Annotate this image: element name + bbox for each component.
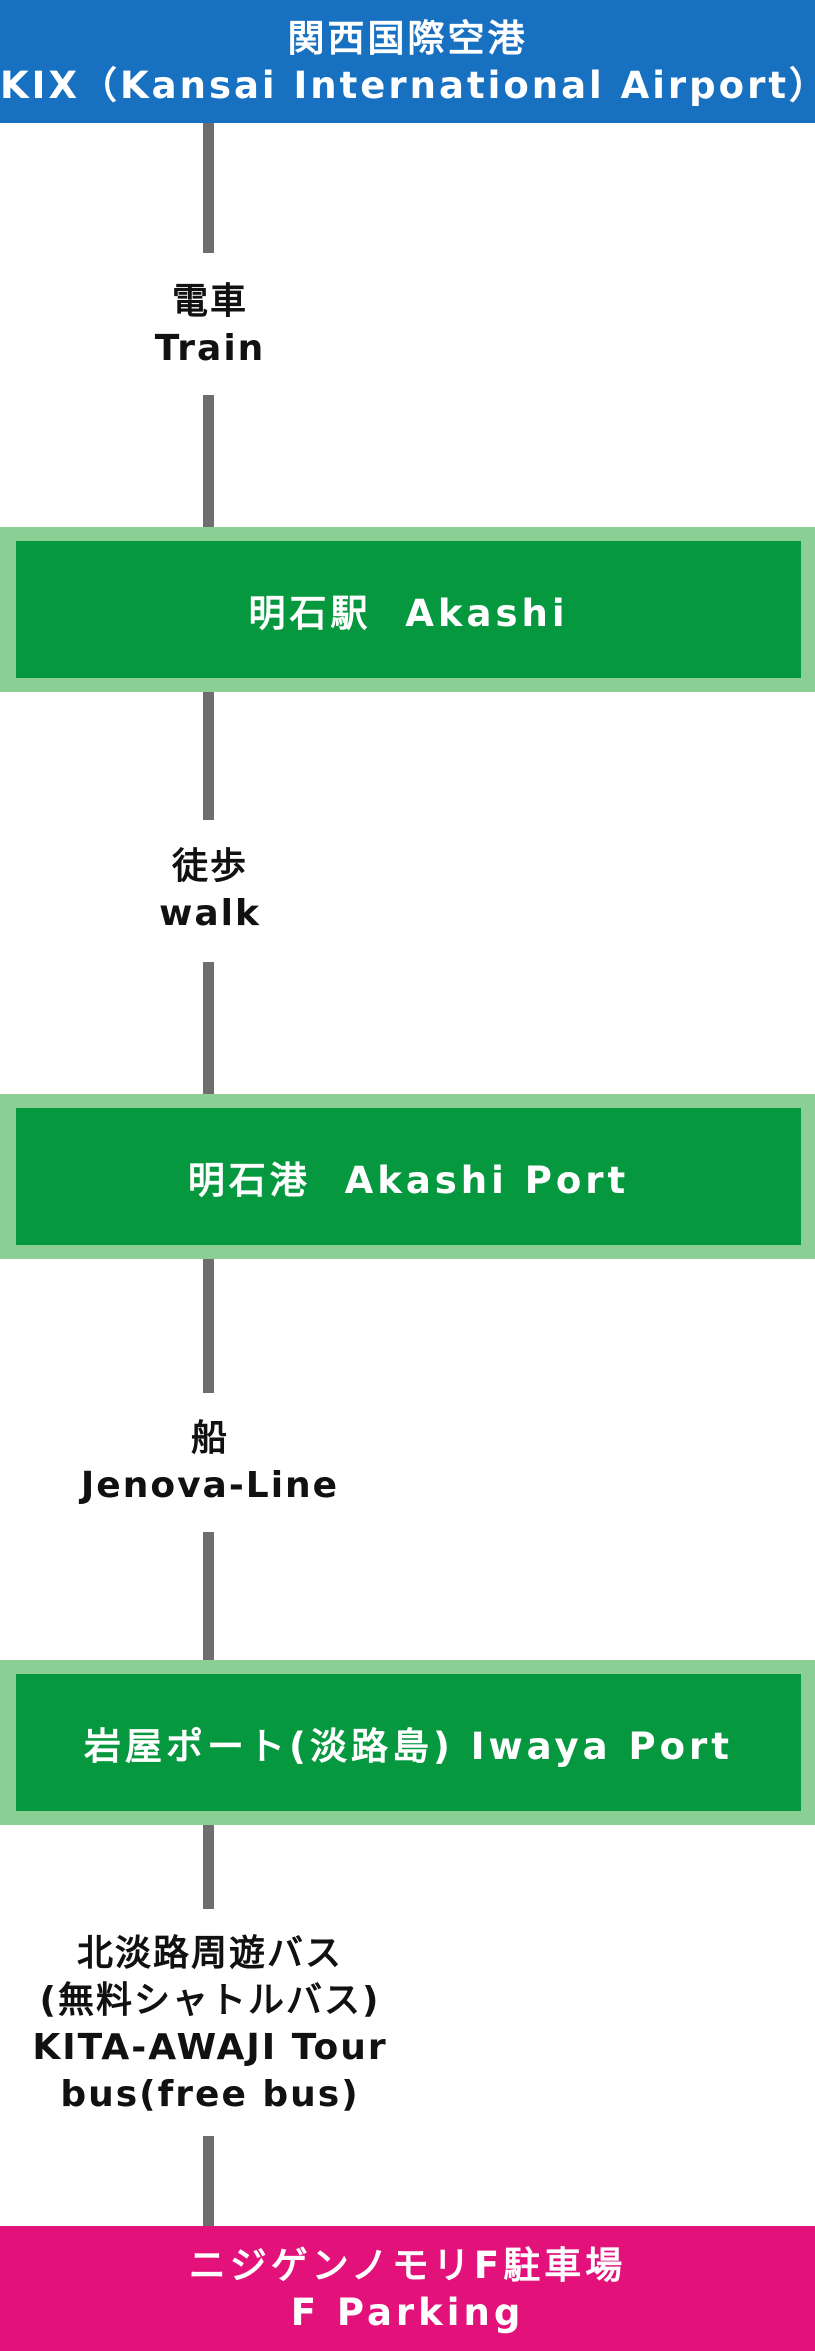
route-line [203,1532,214,1660]
station-label: 岩屋ポート(淡路島) Iwaya Port [16,1674,801,1811]
station-iwaya-port: 岩屋ポート(淡路島) Iwaya Port [0,1660,815,1825]
mode-label-en: Train [154,328,266,369]
route-line [203,692,214,820]
destination-footer: ニジゲンノモリF駐車場 F Parking [0,2226,815,2351]
mode-label-ja: 徒歩 [171,846,248,887]
route-line [203,123,214,253]
route-line [203,395,214,527]
mode-label-en: KITA-AWAJI Tour [32,2027,388,2068]
station-label: 明石港 Akashi Port [16,1108,801,1245]
route-line [203,1825,214,1909]
route-line [203,962,214,1094]
mode-label-en-note: bus(free bus) [60,2074,360,2115]
station-akashi: 明石駅 Akashi [0,527,815,692]
mode-label-en: Jenova-Line [80,1465,340,1506]
route-line [203,2136,214,2226]
mode-label-ja: 電車 [171,281,248,322]
route-line [203,1259,214,1393]
origin-name-ja: 関西国際空港 [287,16,528,60]
origin-name-en: KIX（Kansai International Airport） [0,63,815,107]
station-akashi-port: 明石港 Akashi Port [0,1094,815,1259]
transport-mode-bus: 北淡路周遊バス (無料シャトルバス) KITA-AWAJI Tour bus(f… [0,1922,420,2126]
transport-mode-train: 電車 Train [0,275,420,375]
transport-mode-ferry: 船 Jenova-Line [0,1412,420,1512]
mode-label-ja-note: (無料シャトルバス) [39,1980,381,2021]
station-label: 明石駅 Akashi [16,541,801,678]
destination-name-ja: ニジゲンノモリF駐車場 [188,2243,627,2287]
transport-mode-walk: 徒歩 walk [0,840,420,940]
destination-name-en: F Parking [290,2290,525,2334]
mode-label-ja: 船 [190,1418,229,1459]
mode-label-en: walk [159,893,261,934]
origin-header: 関西国際空港 KIX（Kansai International Airport） [0,0,815,123]
mode-label-ja: 北淡路周遊バス [76,1933,343,1974]
